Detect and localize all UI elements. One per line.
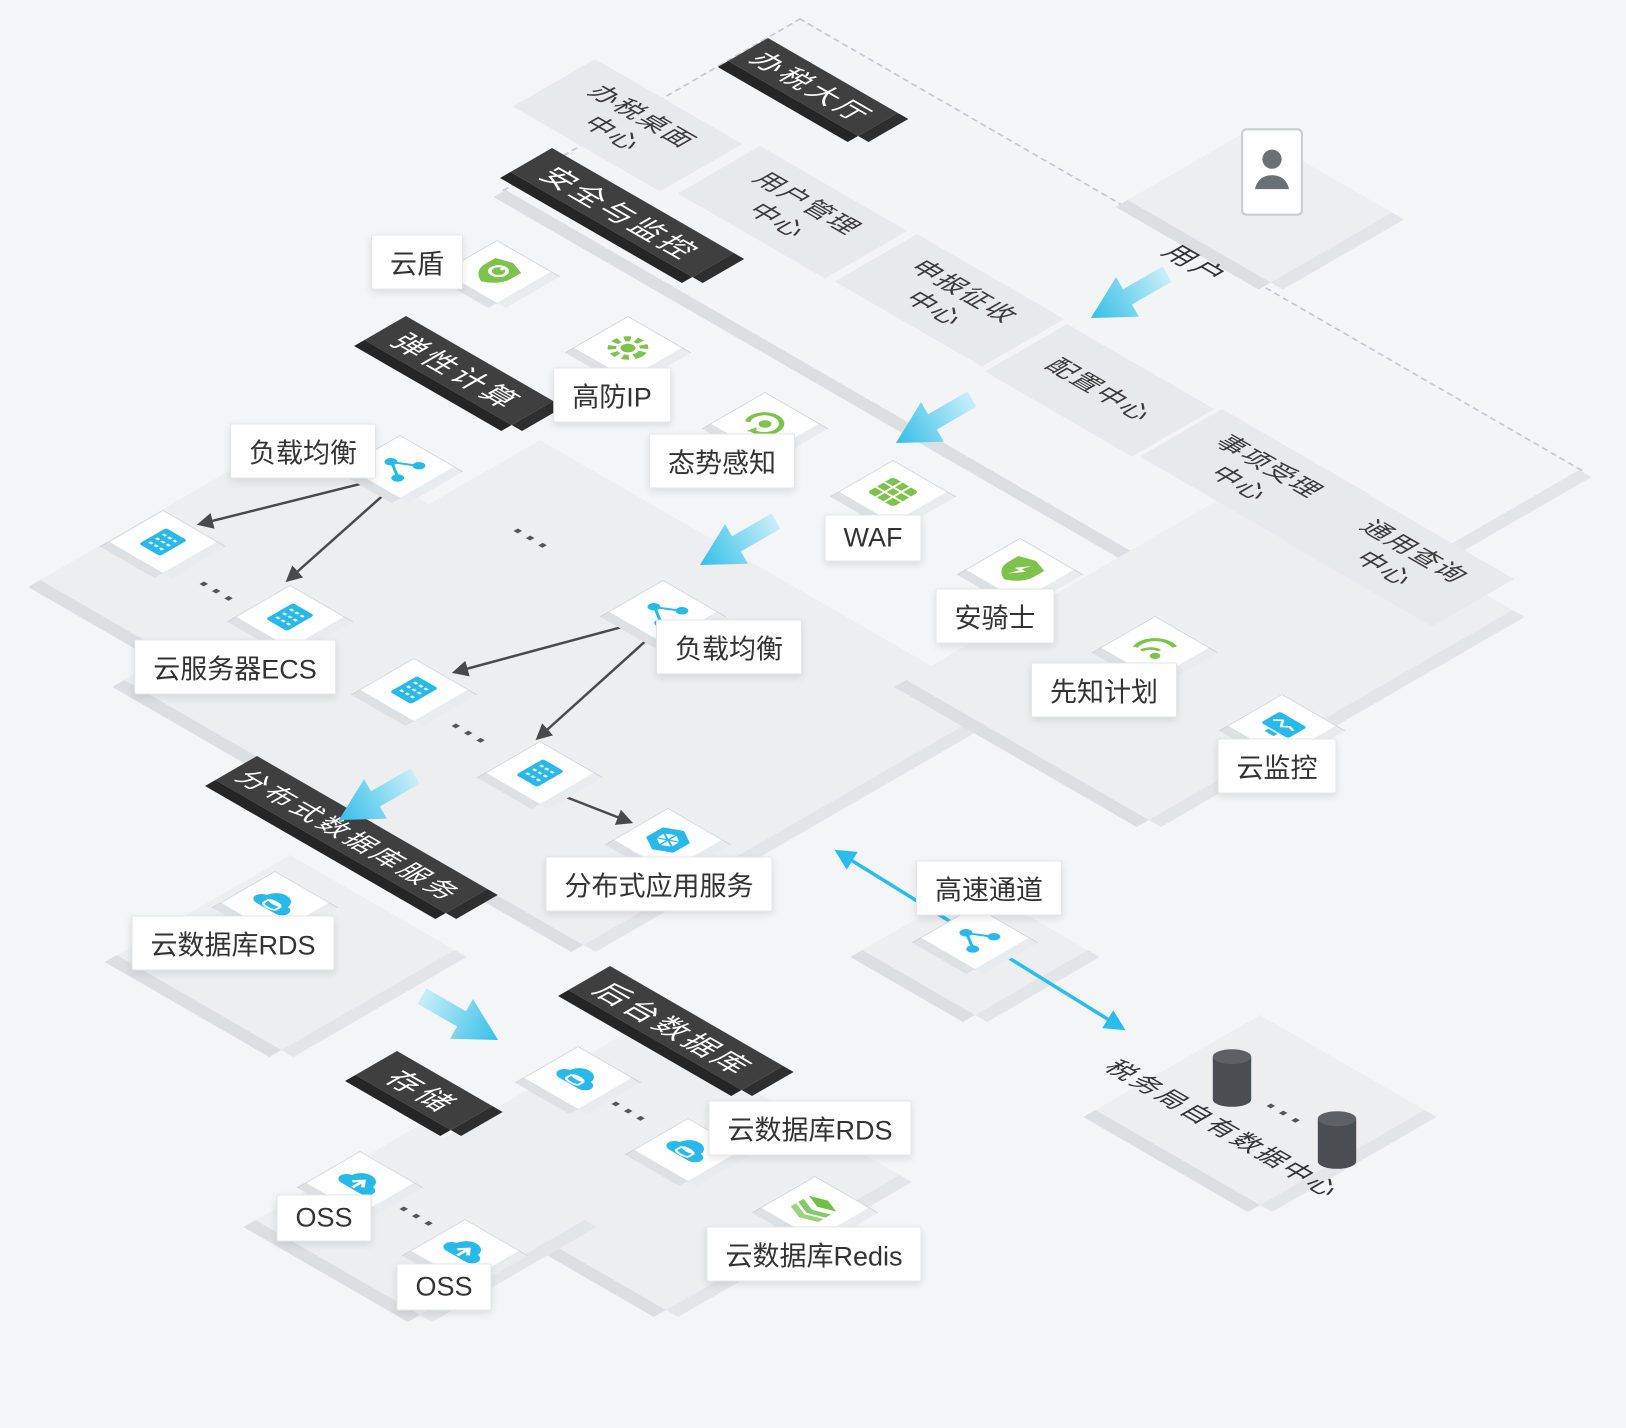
label-oss-2: OSS xyxy=(396,1263,492,1311)
database-icon xyxy=(1206,1046,1258,1110)
oss-storage-icon xyxy=(409,1219,521,1283)
label-cloud-monitor: 云监控 xyxy=(1217,738,1337,794)
load-balancer-icon xyxy=(344,435,456,499)
label-redis: 云数据库Redis xyxy=(706,1226,922,1282)
ecs-server-icon xyxy=(234,585,346,649)
security-knight-icon xyxy=(964,538,1076,602)
waf-icon xyxy=(837,460,949,524)
label-oss-1: OSS xyxy=(276,1194,372,1242)
label-security-knight: 安骑士 xyxy=(935,588,1055,644)
label-waf: WAF xyxy=(824,514,922,562)
rds-cloud-db-icon xyxy=(632,1118,744,1182)
ecs-server-icon xyxy=(107,510,219,574)
label-cloud-shield: 云盾 xyxy=(371,234,463,290)
ecs-server-icon xyxy=(484,741,596,805)
database-icon xyxy=(1311,1108,1363,1172)
user-card-icon xyxy=(1240,126,1304,218)
cloud-shield-icon xyxy=(441,240,553,304)
ecs-server-icon xyxy=(358,658,470,722)
rds-cloud-db-icon xyxy=(219,871,331,935)
label-ecs-servers: 云服务器ECS xyxy=(134,639,336,695)
label-prophet-plan: 先知计划 xyxy=(1031,662,1177,718)
label-situation-awareness: 态势感知 xyxy=(649,433,795,489)
rds-cloud-db-icon xyxy=(522,1046,634,1110)
anti-ddos-gear-icon xyxy=(572,316,684,380)
cloud-monitor-icon xyxy=(1226,694,1338,758)
label-load-balancer-1: 负载均衡 xyxy=(230,423,376,479)
label-rds-2: 云数据库RDS xyxy=(708,1100,912,1156)
label-anti-ddos-ip: 高防IP xyxy=(553,367,671,423)
band-elastic-compute: 弹性计算 xyxy=(364,316,554,425)
label-edas: 分布式应用服务 xyxy=(545,856,773,912)
redis-db-icon xyxy=(759,1176,871,1240)
label-express-connect: 高速通道 xyxy=(916,860,1062,916)
label-rds-1: 云数据库RDS xyxy=(131,915,335,971)
flow-arrow-dds-to-storage xyxy=(409,973,511,1062)
band-storage: 存储 xyxy=(355,1051,493,1130)
label-load-balancer-2: 负载均衡 xyxy=(656,619,802,675)
prophet-plan-icon xyxy=(1099,616,1211,680)
edas-icon xyxy=(612,808,724,872)
oss-storage-icon xyxy=(304,1151,416,1215)
